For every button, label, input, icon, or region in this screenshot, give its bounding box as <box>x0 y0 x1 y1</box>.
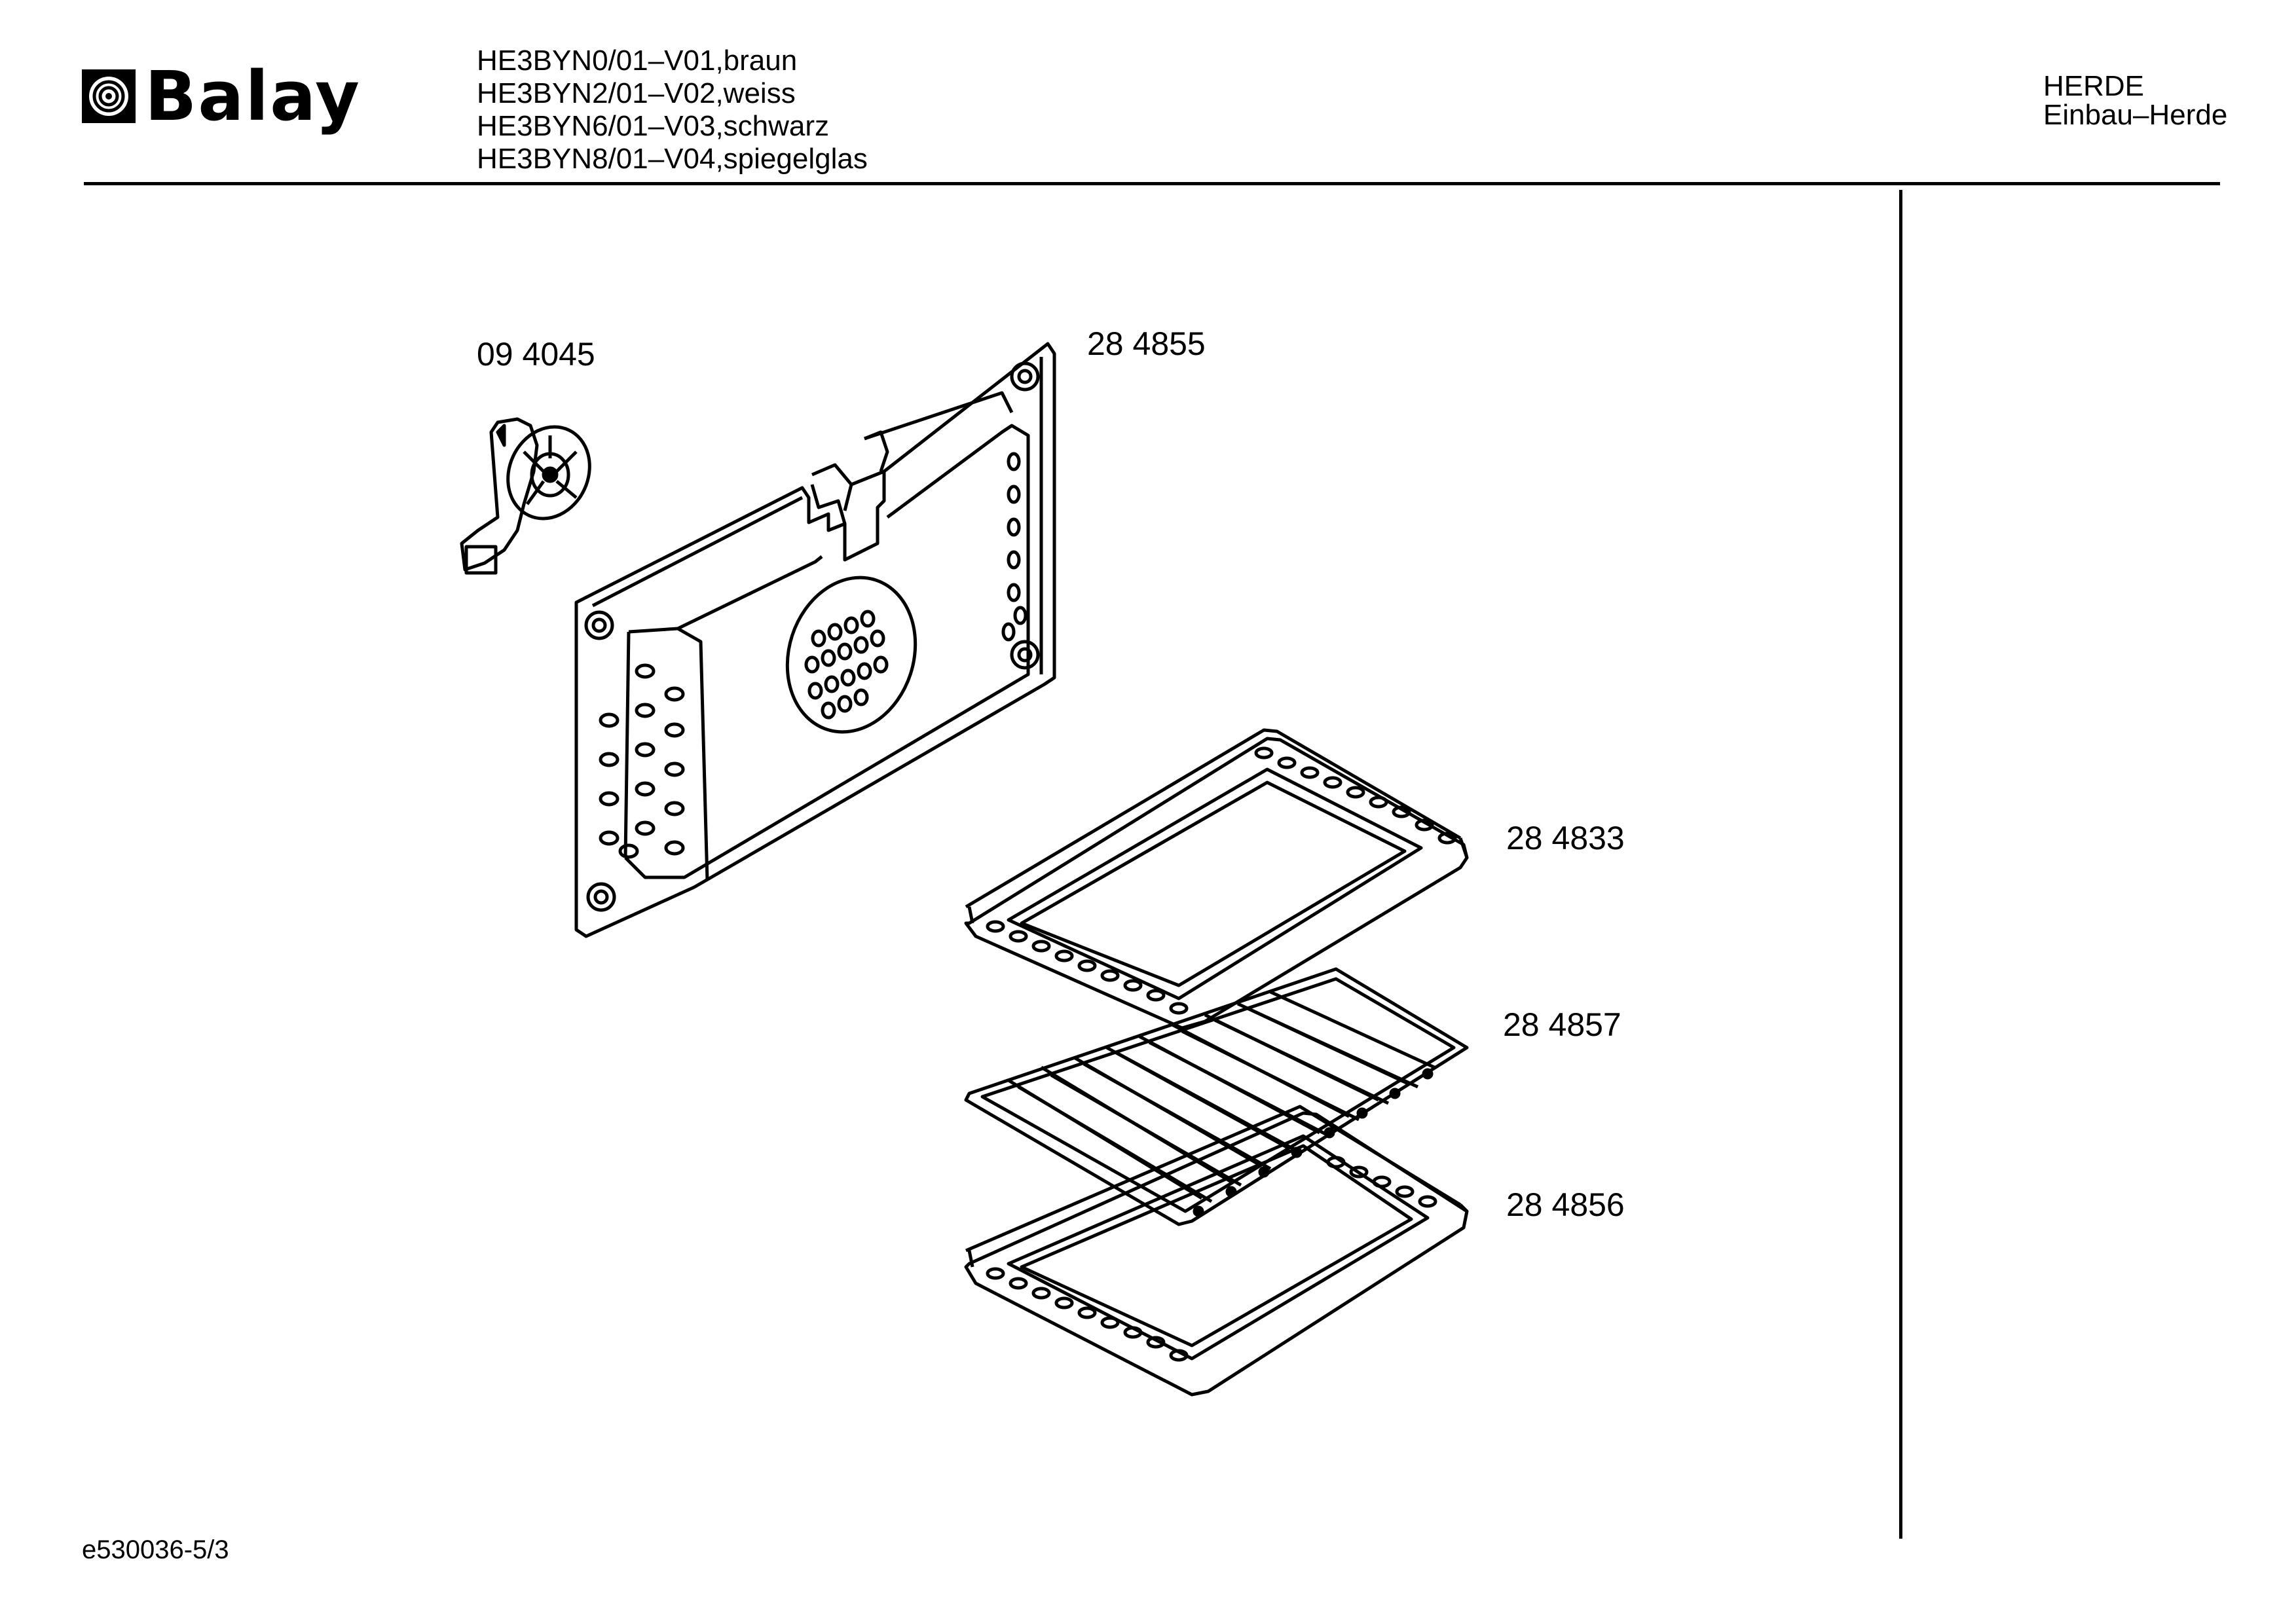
model-line: HE3BYN8/01–V04,spiegelglas <box>477 143 868 175</box>
grid-rack-part <box>964 967 1469 1226</box>
tray-slots <box>986 1156 1437 1362</box>
model-line: HE3BYN2/01–V02,weiss <box>477 77 796 109</box>
model-line: HE3BYN0/01–V01,braun <box>477 45 798 77</box>
category-line: HERDE <box>2043 70 2145 102</box>
part-number-label: 28 4855 <box>1087 325 1206 362</box>
tray-lower-part <box>964 1105 1469 1397</box>
fan-motor-part <box>460 417 591 575</box>
model-list: HE3BYN0/01–V01,braun HE3BYN2/01–V02,weis… <box>477 45 868 175</box>
part-number-label: 28 4857 <box>1503 1006 1621 1043</box>
category-line: Einbau–Herde <box>2043 99 2228 131</box>
rear-panel-part <box>574 342 1056 938</box>
product-category: HERDE Einbau–Herde <box>2043 72 2227 130</box>
brand-logo: Balay <box>82 60 361 132</box>
side-slots-left <box>599 663 685 859</box>
side-slots-right <box>1001 452 1028 642</box>
tray-slots <box>986 746 1457 1015</box>
balay-logo-icon <box>82 69 136 123</box>
vent-holes <box>804 610 889 720</box>
model-line: HE3BYN6/01–V03,schwarz <box>477 110 830 142</box>
part-number-label: 28 4833 <box>1506 820 1625 856</box>
document-reference: e530036-5/3 <box>82 1535 229 1564</box>
tray-upper-part <box>964 728 1469 1030</box>
brand-name: Balay <box>145 56 361 136</box>
part-number-label: 28 4856 <box>1506 1186 1625 1223</box>
header-divider <box>84 182 2220 185</box>
part-number-label: 09 4045 <box>477 336 595 373</box>
side-divider <box>1899 190 1902 1539</box>
